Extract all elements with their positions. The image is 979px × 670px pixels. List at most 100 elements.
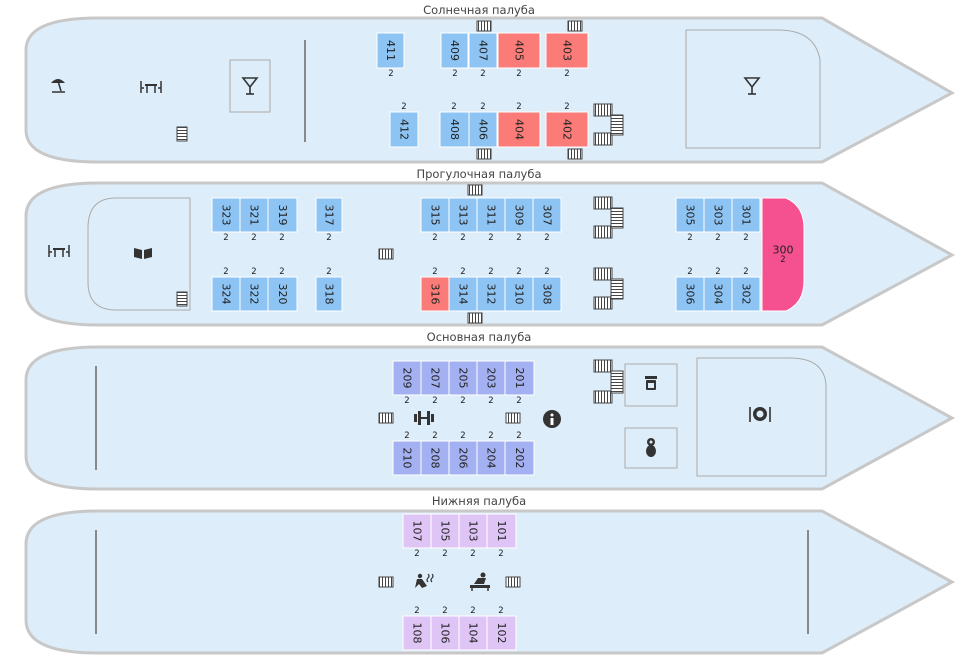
- cabin-box[interactable]: [430, 513, 460, 549]
- cabin-number: 105: [439, 521, 452, 542]
- cabin-box[interactable]: [315, 276, 343, 312]
- cabin-box[interactable]: [504, 360, 535, 396]
- cabin-box[interactable]: [239, 276, 269, 312]
- cabin-box[interactable]: [267, 276, 298, 312]
- cabin-box[interactable]: [430, 615, 460, 651]
- cabin-box[interactable]: [448, 276, 478, 312]
- cabin-box[interactable]: [458, 615, 488, 651]
- cabin-box[interactable]: [402, 615, 432, 651]
- cabin-box[interactable]: [448, 360, 478, 396]
- cabin-box[interactable]: [468, 111, 498, 148]
- cabin-box[interactable]: [731, 276, 761, 312]
- cabin-box[interactable]: [376, 32, 405, 69]
- cabin-box[interactable]: [761, 197, 805, 312]
- cabin-box[interactable]: [532, 197, 562, 233]
- cabin-box[interactable]: [392, 360, 422, 396]
- cabin-box[interactable]: [389, 111, 419, 148]
- cabin-box[interactable]: [211, 276, 241, 312]
- cabin-box[interactable]: [545, 111, 589, 148]
- cabin-box[interactable]: [211, 197, 241, 233]
- cabin-box[interactable]: [476, 197, 506, 233]
- cabin-capacity: 2: [432, 233, 437, 243]
- cabin-box[interactable]: [504, 440, 535, 476]
- cabin-box[interactable]: [458, 513, 488, 549]
- cabin-box[interactable]: [545, 32, 589, 69]
- cabin-box[interactable]: [504, 276, 534, 312]
- cabin-box[interactable]: [420, 197, 450, 233]
- cabin-box[interactable]: [486, 513, 517, 549]
- cabin-box[interactable]: [448, 197, 478, 233]
- cabin-box[interactable]: [468, 32, 498, 69]
- cabin-box[interactable]: [497, 32, 541, 69]
- cabin-box[interactable]: [392, 440, 422, 476]
- cabin-box[interactable]: [731, 197, 761, 233]
- cabin-box[interactable]: [703, 276, 733, 312]
- cabin-box[interactable]: [420, 440, 450, 476]
- cabin-box[interactable]: [476, 276, 506, 312]
- cabin-box[interactable]: [267, 197, 298, 233]
- cabin-box[interactable]: [440, 32, 469, 69]
- cabin-box[interactable]: [448, 440, 478, 476]
- cabin-box[interactable]: [675, 197, 705, 233]
- cabin-box[interactable]: [402, 513, 432, 549]
- cabin-box[interactable]: [315, 197, 343, 233]
- cabin-number: 104: [467, 623, 480, 644]
- cabin-box[interactable]: [486, 615, 517, 651]
- cabin-capacity: 2: [460, 396, 465, 406]
- stairs-icon: [505, 412, 521, 424]
- cabin-box[interactable]: [532, 276, 562, 312]
- cabin-box[interactable]: [497, 111, 541, 148]
- cabin-box[interactable]: [476, 440, 506, 476]
- cabin-box[interactable]: [675, 276, 705, 312]
